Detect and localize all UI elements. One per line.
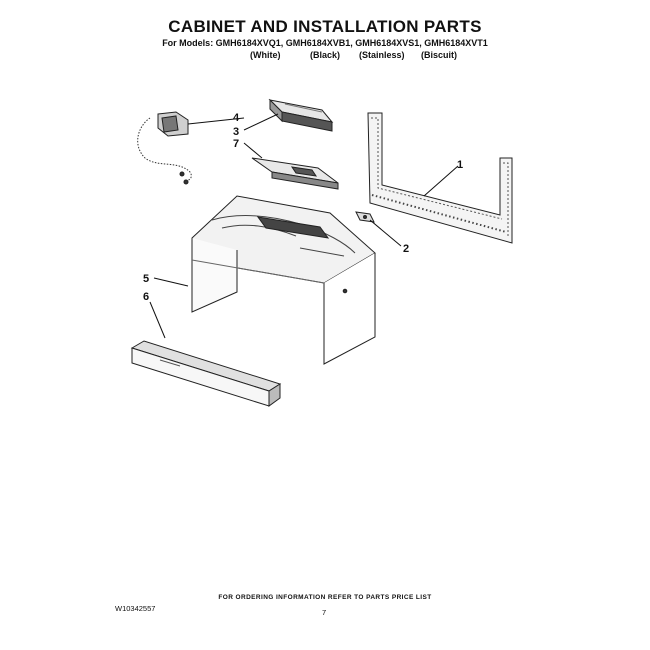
callout-6: 6 xyxy=(143,291,149,303)
variant-stainless: (Stainless) xyxy=(359,50,405,60)
page-title: CABINET AND INSTALLATION PARTS xyxy=(168,17,482,36)
damper-part-4 xyxy=(137,111,192,185)
vent-grille-part-3 xyxy=(268,98,334,132)
callout-5: 5 xyxy=(143,273,149,285)
variant-black: (Black) xyxy=(310,50,341,60)
mounting-plate-part-1 xyxy=(367,112,513,244)
callout-3: 3 xyxy=(233,126,239,138)
callout-1: 1 xyxy=(457,159,463,171)
ordering-note: FOR ORDERING INFORMATION REFER TO PARTS … xyxy=(218,594,432,601)
callout-2: 2 xyxy=(403,243,409,255)
trim-bar-part-6 xyxy=(130,340,282,407)
bracket-part-2 xyxy=(355,211,375,223)
leader-lines xyxy=(149,113,459,339)
cabinet-part-5 xyxy=(191,195,376,365)
page-number: 7 xyxy=(322,608,327,617)
callout-4: 4 xyxy=(233,112,240,124)
variant-white: (White) xyxy=(250,50,281,60)
models-line: For Models: GMH6184XVQ1, GMH6184XVB1, GM… xyxy=(162,38,488,48)
document-number: W10342557 xyxy=(115,604,156,613)
top-plate-part-7 xyxy=(251,157,339,190)
variant-biscuit: (Biscuit) xyxy=(421,50,457,60)
callout-7: 7 xyxy=(233,138,239,150)
